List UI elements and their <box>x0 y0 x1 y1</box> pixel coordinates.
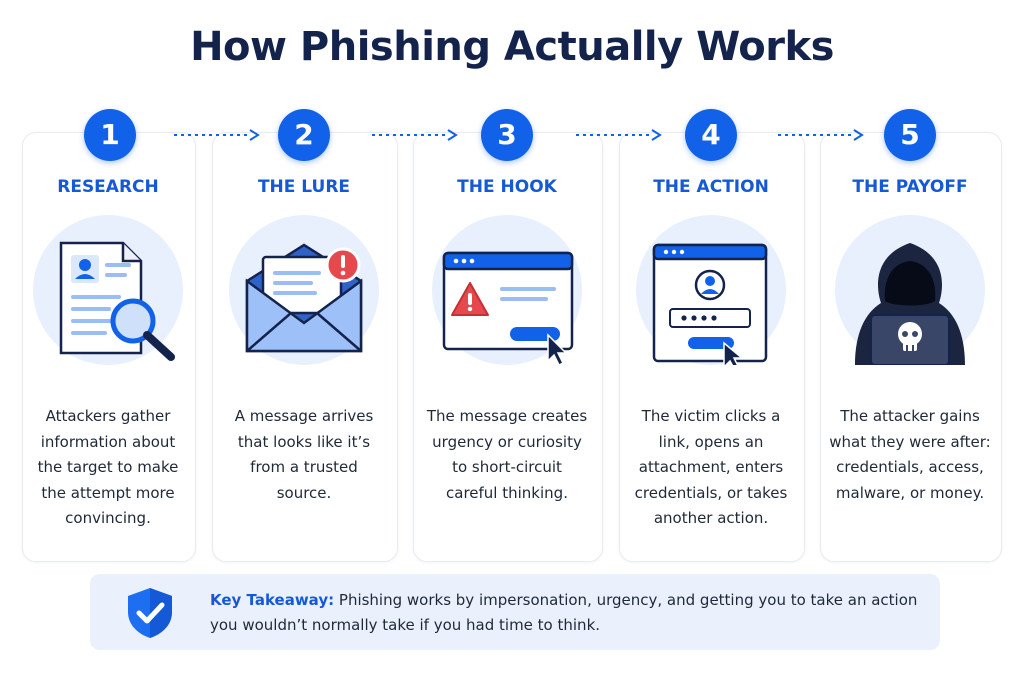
dotted-arrow-icon <box>372 129 458 141</box>
hooded-hacker-icon <box>835 215 985 365</box>
browser-warning-icon <box>432 215 582 365</box>
step-number-badge: 5 <box>884 109 936 161</box>
dotted-arrow-icon <box>174 129 260 141</box>
step-title: THE PAYOFF <box>852 177 968 197</box>
step-title: THE LURE <box>257 177 351 197</box>
step-title: THE HOOK <box>457 177 557 197</box>
envelope-alert-icon <box>229 215 379 365</box>
login-form-icon <box>636 215 786 365</box>
takeaway-label: Key Takeaway: <box>210 591 335 609</box>
step-card-lure <box>212 132 398 562</box>
page-title: How Phishing Actually Works <box>190 24 834 70</box>
step-number-badge: 2 <box>278 109 330 161</box>
shield-check-icon <box>128 588 172 638</box>
step-title: RESEARCH <box>57 177 159 197</box>
step-number-badge: 4 <box>685 109 737 161</box>
step-title: THE ACTION <box>653 177 769 197</box>
step-number-badge: 1 <box>84 109 136 161</box>
dotted-arrow-icon <box>778 129 864 141</box>
step-number-badge: 3 <box>481 109 533 161</box>
takeaway-text: Key Takeaway: Phishing works by imperson… <box>210 591 918 634</box>
dotted-arrow-icon <box>576 129 662 141</box>
document-magnifier-icon <box>33 215 183 365</box>
key-takeaway-banner: Key Takeaway: Phishing works by imperson… <box>90 574 940 650</box>
